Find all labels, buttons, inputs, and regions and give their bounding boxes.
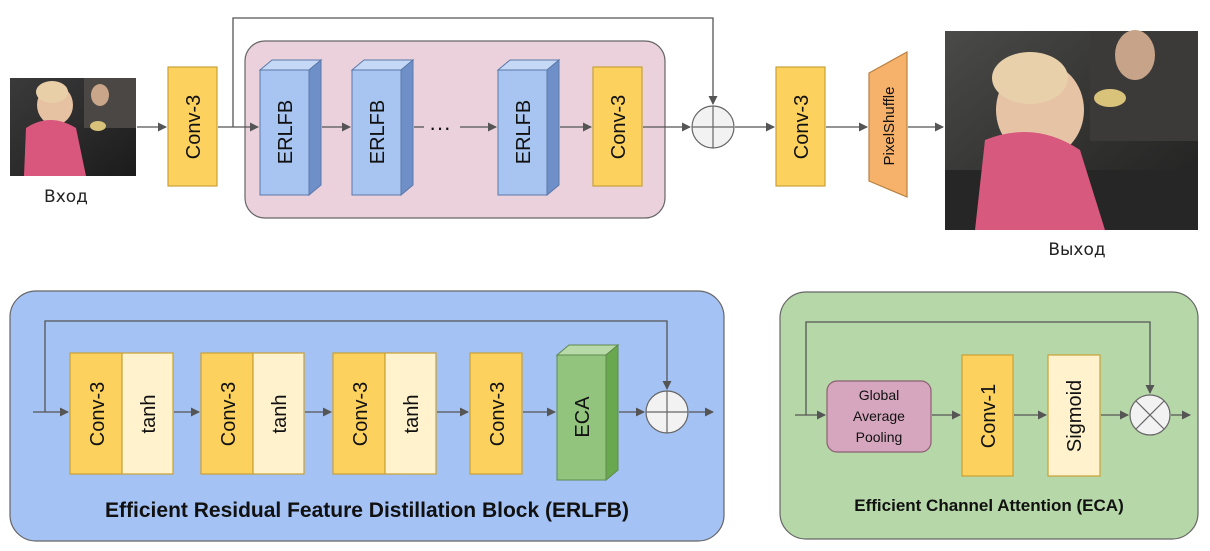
eca-panel-title: Efficient Channel Attention (ECA) xyxy=(854,496,1123,515)
erlfb-conv-1: Conv-3 xyxy=(69,352,123,475)
erlfb-3-label: ERLFB xyxy=(513,100,535,164)
erlfb-conv-2-label: Conv-3 xyxy=(218,382,240,446)
output-caption: Выход xyxy=(1048,240,1105,260)
pixelshuffle-label: PixelShuffle xyxy=(881,87,898,166)
erlfb-panel-title: Efficient Residual Feature Distillation … xyxy=(105,499,629,522)
erlfb-1-label: ERLFB xyxy=(275,100,297,164)
pixelshuffle-block: PixelShuffle xyxy=(868,50,908,198)
conv3-output-block: Conv-3 xyxy=(775,66,826,187)
erlfb-block-1: ERLFB xyxy=(258,58,323,197)
ellipsis: ··· xyxy=(429,115,451,140)
eca-gap-block: Global Average Pooling xyxy=(826,380,932,453)
erlfb-tanh-1: tanh xyxy=(121,352,174,475)
eca-conv1-block: Conv-1 xyxy=(961,354,1014,477)
eca-gap-line-1: Global xyxy=(859,387,899,403)
add-node-erlfb xyxy=(645,390,689,434)
erlfb-tanh-3: tanh xyxy=(384,352,437,475)
erlfb-conv-3: Conv-3 xyxy=(332,352,386,475)
erlfb-conv-1-label: Conv-3 xyxy=(87,382,109,446)
eca-connectors xyxy=(795,321,1191,420)
eca-sigmoid-label: Sigmoid xyxy=(1064,380,1086,452)
input-caption: Вход xyxy=(44,187,88,207)
erlfb-tanh-1-label: tanh xyxy=(138,395,160,434)
erlfb-block-2: ERLFB xyxy=(350,58,415,197)
erlfb-conv-3-label: Conv-3 xyxy=(350,382,372,446)
erlfb-tanh-2: tanh xyxy=(252,352,305,475)
erlfb-eca-block: ECA xyxy=(555,343,620,482)
eca-gap-line-2: Average xyxy=(853,408,905,424)
conv3-input-block: Conv-3 xyxy=(167,66,218,187)
erlfb-tanh-3-label: tanh xyxy=(401,395,423,434)
erlfb-conv-2: Conv-3 xyxy=(200,352,254,475)
conv3-output-label: Conv-3 xyxy=(791,95,813,159)
erlfb-tanh-2-label: tanh xyxy=(269,395,291,434)
top-connectors xyxy=(137,17,944,132)
erlfb-conv-4: Conv-3 xyxy=(469,352,523,475)
erlfb-eca-label: ECA xyxy=(572,396,594,438)
eca-sigmoid-block: Sigmoid xyxy=(1047,354,1101,477)
erlfb-group-box xyxy=(244,40,666,219)
eca-gap-line-3: Pooling xyxy=(856,429,903,445)
add-node-top xyxy=(691,105,735,149)
multiply-node-eca xyxy=(1129,394,1171,436)
conv3-inner-block: Conv-3 xyxy=(592,66,643,187)
erlfb-block-3: ERLFB xyxy=(496,58,561,197)
erlfb-2-label: ERLFB xyxy=(367,100,389,164)
erlfb-connectors xyxy=(33,320,714,417)
erlfb-conv-4-label: Conv-3 xyxy=(487,382,509,446)
input-image xyxy=(10,78,136,176)
conv3-input-label: Conv-3 xyxy=(183,95,205,159)
output-image xyxy=(945,30,1198,230)
conv3-inner-label: Conv-3 xyxy=(608,95,630,159)
eca-conv1-label: Conv-1 xyxy=(978,384,1000,448)
